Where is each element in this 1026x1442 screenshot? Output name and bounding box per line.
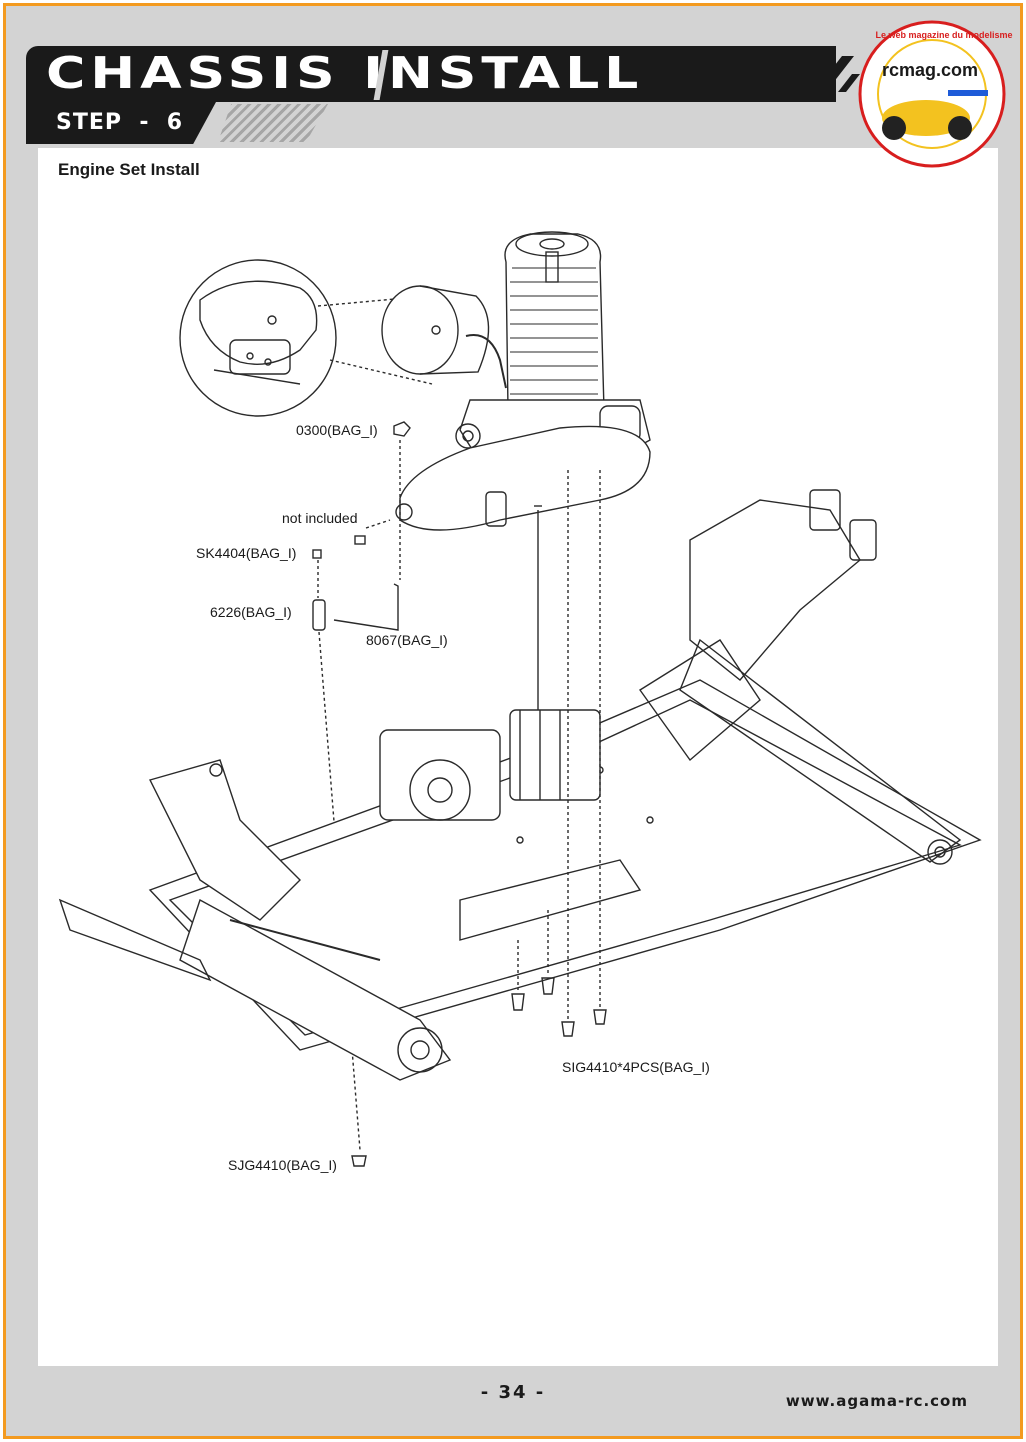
rcmag-logo-icon	[858, 20, 1006, 168]
hardware	[312, 421, 542, 1167]
badge-tagline: Le web magazine du modelisme	[875, 30, 1013, 40]
engine-head	[504, 231, 605, 411]
mount-screws	[511, 470, 607, 1037]
callout-mount-screws: SIG4410*4PCS(BAG_I)	[562, 1059, 710, 1075]
header-hatch	[218, 104, 328, 142]
front-suspension	[58, 759, 452, 1081]
air-filter	[381, 285, 507, 389]
exhaust-pipe	[395, 425, 651, 531]
callout-nut: 0300(BAG_I)	[296, 422, 378, 438]
callout-not-included: not included	[282, 510, 358, 526]
rear-suspension	[638, 489, 962, 865]
callout-set-screw: SK4404(BAG_I)	[196, 545, 297, 561]
section-subtitle: Engine Set Install	[58, 160, 200, 179]
website-link[interactable]: www.agama-rc.com	[785, 1392, 968, 1410]
center-transmission	[379, 709, 601, 821]
page-number: - 34 -	[480, 1382, 546, 1403]
badge-name: rcmag.com	[882, 60, 979, 80]
header-bar	[26, 46, 836, 102]
step-label: STEP - 6	[56, 110, 184, 135]
step-bar	[26, 102, 216, 144]
detail-zoom-circle	[179, 259, 433, 417]
brand-logo-icon	[814, 56, 860, 92]
page-title: CHASSIS INSTALL	[46, 48, 644, 99]
callout-hex-wrench: 8067(BAG_I)	[366, 632, 448, 648]
callout-spacer: 6226(BAG_I)	[210, 604, 292, 620]
callout-bottom-screw: SJG4410(BAG_I)	[228, 1157, 337, 1173]
